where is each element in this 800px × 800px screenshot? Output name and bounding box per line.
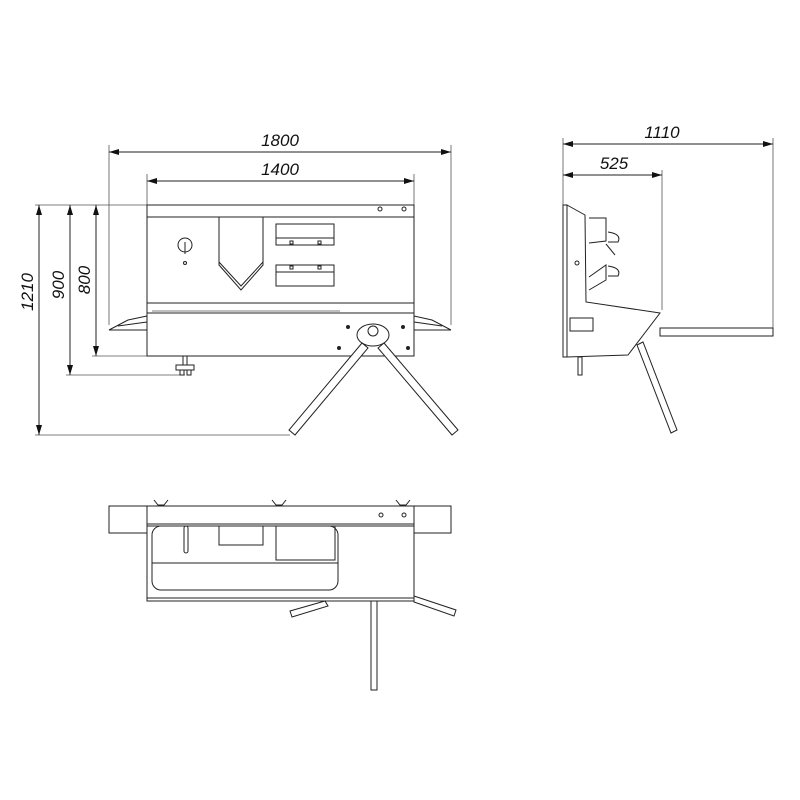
- dimension-label-800: 800: [75, 265, 94, 294]
- dimension-525: 525: [563, 154, 662, 178]
- turnstile-body: [146, 204, 415, 357]
- rotor-arm-left: [288, 342, 369, 436]
- tripod-rotor: [288, 323, 459, 436]
- top-arm-vertical: [370, 600, 378, 691]
- left-ramp: [108, 315, 148, 331]
- foot-valve: [175, 355, 195, 376]
- dimension-800: 800: [75, 205, 99, 356]
- dimension-900: 900: [49, 205, 73, 375]
- top-body: [146, 505, 415, 602]
- dimension-label-525: 525: [600, 154, 629, 173]
- dimension-1800: 1800: [109, 131, 451, 155]
- side-view: 1110 525: [562, 123, 774, 434]
- side-arm-horizontal: [659, 327, 774, 337]
- top-clips: [153, 499, 411, 506]
- dimension-label-1400: 1400: [261, 160, 299, 179]
- top-view: [108, 499, 457, 691]
- dimension-1110: 1110: [563, 123, 773, 147]
- dimension-1400: 1400: [147, 160, 414, 184]
- top-right-block: [413, 505, 452, 534]
- front-extension-lines: [35, 145, 452, 436]
- top-inner-tray: [151, 525, 339, 591]
- lock-icon: [177, 237, 193, 265]
- right-ramp: [413, 315, 452, 331]
- side-body: [566, 204, 661, 358]
- indicator-plates: [275, 223, 335, 287]
- side-bracket: [569, 317, 594, 332]
- top-arm-right: [413, 595, 457, 617]
- dimension-1210: 1210: [18, 205, 42, 435]
- dimension-label-1110: 1110: [644, 123, 680, 142]
- dimension-label-1800: 1800: [261, 131, 299, 150]
- card-collector-chute: [218, 217, 264, 291]
- front-view: 1800 1400 1210 900 800: [18, 131, 459, 436]
- dimension-label-1210: 1210: [18, 273, 37, 311]
- rotor-arm-right: [377, 342, 459, 436]
- side-extension-lines: [562, 138, 774, 330]
- top-left-block: [108, 505, 148, 534]
- top-arm-left: [289, 600, 329, 618]
- side-arm-diagonal: [636, 341, 678, 434]
- dimension-label-900: 900: [49, 270, 68, 299]
